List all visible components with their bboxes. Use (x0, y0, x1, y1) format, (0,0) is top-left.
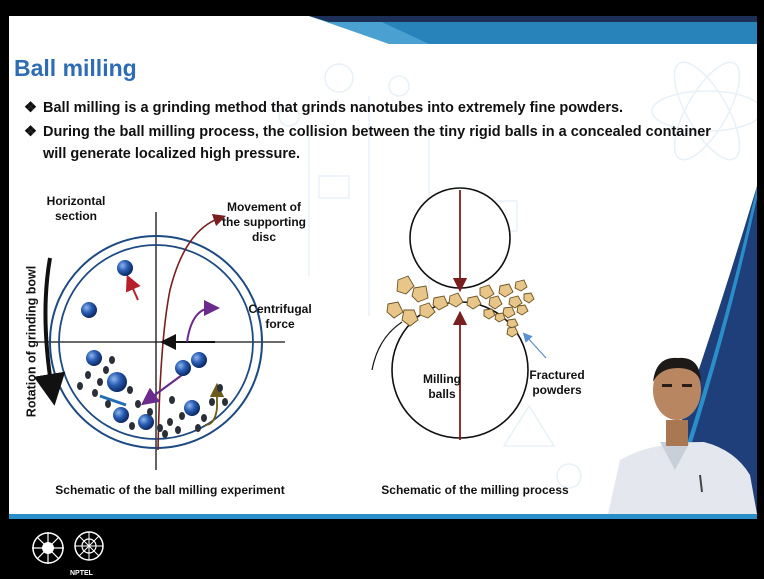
caption-left: Schematic of the ball milling experiment (30, 483, 310, 498)
bullet-text-continuation: will generate localized high pressure. (43, 143, 300, 165)
iit-logo-icon (30, 528, 66, 568)
milling-process-diagram (368, 170, 568, 460)
slide-title: Ball milling (14, 55, 137, 82)
label-movement: Movement of the supporting disc (214, 200, 314, 245)
label-line: the supporting (214, 215, 314, 230)
label-line: Fractured (522, 368, 592, 383)
bullet-text: During the ball milling process, the col… (43, 121, 711, 143)
label-line: force (240, 317, 320, 332)
label-rotation: Rotation of grinding bowl (25, 262, 40, 422)
red-arrow (130, 282, 138, 300)
label-line: Milling (414, 372, 470, 387)
label-line: balls (414, 387, 470, 402)
nptel-logo-icon (72, 529, 106, 567)
bullet-marker: ❖ (24, 121, 37, 143)
footer-bar: NPTEL (0, 519, 764, 579)
milling-balls (81, 260, 207, 430)
label-fractured-powders: Fractured powders (522, 368, 592, 398)
label-milling-balls: Milling balls (414, 372, 470, 402)
label-line: disc (214, 230, 314, 245)
pointer-arrow-fractured (526, 336, 546, 358)
nptel-label: NPTEL (70, 570, 93, 577)
bullet-marker: ❖ (24, 97, 37, 119)
purple-arrow-down (148, 375, 182, 400)
label-centrifugal: Centrifugal force (240, 302, 320, 332)
label-horizontal-section: Horizontal section (36, 194, 116, 224)
presenter-video (590, 350, 757, 514)
label-line: Movement of (214, 200, 314, 215)
label-line: section (36, 209, 116, 224)
caption-right: Schematic of the milling process (380, 483, 570, 498)
bullet-text: Ball milling is a grinding method that g… (43, 97, 623, 119)
purple-arrow-up (187, 308, 212, 342)
label-line: Horizontal (36, 194, 116, 209)
label-line: Centrifugal (240, 302, 320, 317)
label-line: powders (522, 383, 592, 398)
blue-arrow (100, 396, 126, 405)
